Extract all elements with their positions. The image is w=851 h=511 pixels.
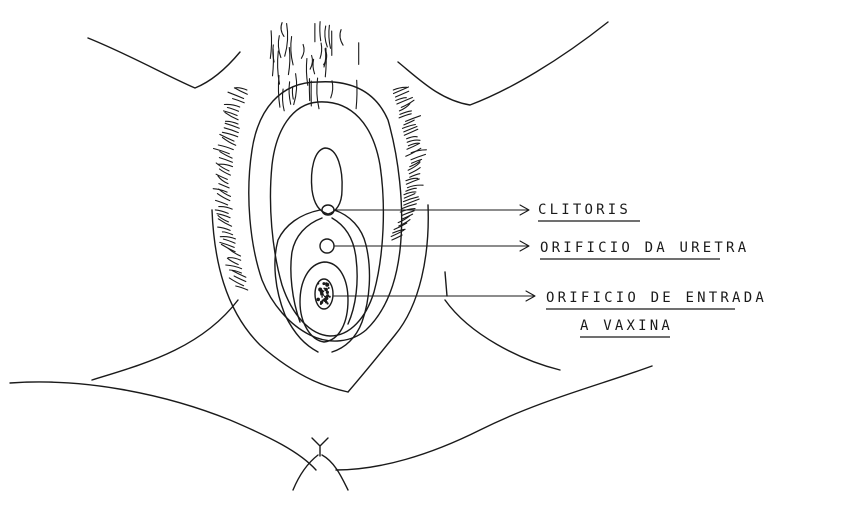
right-buttock-line <box>336 366 652 470</box>
leader-urethra <box>334 241 529 251</box>
labia-minora-left-inner <box>291 218 322 322</box>
vaginal-orifice-stipple <box>316 282 330 305</box>
left-buttock-line <box>10 382 316 470</box>
labia-minora-right <box>332 210 369 352</box>
leader-clitoris <box>334 205 529 215</box>
labia-minora-right-inner <box>332 218 357 324</box>
right-thigh-line <box>445 300 560 370</box>
right-groin-line <box>398 22 608 105</box>
pubic-hair <box>213 22 426 290</box>
perineum-cleft <box>312 438 328 456</box>
labia-majora-contour <box>270 102 383 336</box>
right-thigh-tick <box>445 272 447 296</box>
clitoral-hood <box>312 148 343 214</box>
left-groin-line <box>88 38 240 88</box>
leader-vagina <box>333 291 535 301</box>
label-vagina-line2: A VAXINA <box>580 318 673 334</box>
label-clitoris: CLITORIS <box>538 202 631 218</box>
urethral-orifice <box>320 239 334 253</box>
label-urethra: ORIFICIO DA URETRA <box>540 240 749 256</box>
left-thigh-line <box>92 300 238 380</box>
label-vagina-line1: ORIFICIO DE ENTRADA <box>546 290 767 306</box>
perineum-right <box>322 455 348 490</box>
vestibule <box>300 262 348 342</box>
